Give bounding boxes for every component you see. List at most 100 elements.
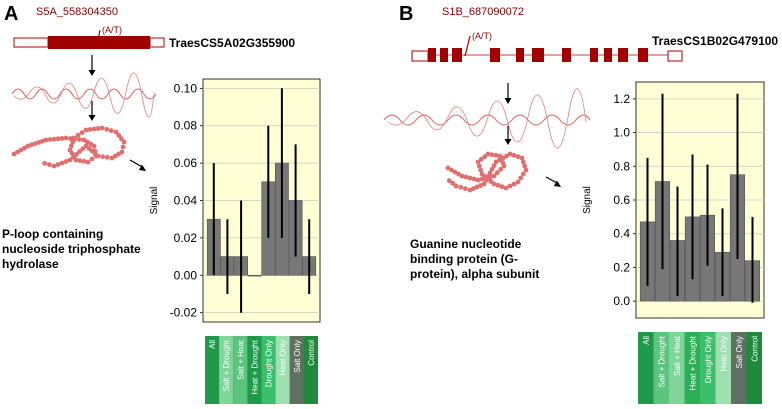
protein-bead [51,163,57,169]
panel-a: A S5A_558304350 (A/T) TraesCS5A02G355900 [2,3,321,404]
treatment-label: Drought Only [265,340,274,387]
treatment-cell [715,332,731,404]
protein-bead [109,155,115,161]
treatment-cell [261,336,276,404]
y-tick-label: 0.08 [174,119,198,133]
panel-b-arrow-3 [545,176,561,187]
panel-b-exon-5 [516,48,524,62]
protein-bead [55,162,61,167]
treatment-label: Heat Only [279,340,288,376]
protein-bead [498,166,504,172]
protein-bead [79,130,85,136]
protein-bead [32,141,38,147]
protein-bead [520,159,526,165]
protein-bead [87,127,93,132]
panel-a-description-line-1: P-loop containing [2,227,103,241]
protein-bead [29,142,34,148]
protein-bead [104,126,110,132]
panel-b-description: Guanine nucleotide binding protein (G- p… [410,237,539,281]
panel-b-description-line-1: Guanine nucleotide [410,237,522,251]
protein-bead [511,181,517,187]
panel-b-snp-marker [464,35,471,57]
protein-bead [77,158,83,164]
protein-bead [499,184,505,190]
panel-b-description-line-3: protein), alpha subunit [410,267,539,281]
protein-bead [445,165,451,171]
treatment-label: Drought Only [704,336,713,383]
y-tick-label: 0.8 [613,159,630,173]
panel-a-description-line-2: nucleoside triphosphate [2,242,141,256]
protein-bead [77,137,82,142]
panel-b-gene-id: TraesCS1B02G479100 [652,34,778,48]
treatment-cell [731,332,747,404]
protein-bead [120,144,126,150]
panel-a-description: P-loop containing nucleoside triphosphat… [2,227,141,271]
protein-bead [483,177,489,183]
treatment-label: Salt + Heat [236,339,245,380]
protein-bead [15,149,20,155]
panel-a-exon [48,36,150,49]
protein-bead [68,136,73,141]
protein-bead [68,143,74,149]
protein-bead [59,136,65,141]
protein-bead [520,171,526,177]
protein-bead [42,160,48,166]
treatment-label: Salt Only [735,336,744,368]
protein-bead [71,135,77,141]
protein-bead [43,137,49,143]
protein-bead [67,157,73,163]
y-tick-label: 0.04 [174,194,198,208]
panel-b-allele: (A/T) [472,31,492,41]
protein-bead [515,179,521,185]
protein-bead [116,132,122,138]
treatment-cell [684,332,700,404]
panel-a-letter: A [4,3,18,25]
y-tick-label: -0.02 [170,306,198,320]
protein-bead [504,153,509,159]
protein-bead [478,167,484,173]
protein-bead [489,166,495,172]
panel-b-arrow-2 [504,126,512,145]
protein-bead [500,155,506,161]
protein-bead [63,135,69,141]
protein-bead [485,174,491,180]
panel-a-arrow-1 [88,55,96,76]
treatment-label: Salt Only [293,340,302,372]
protein-bead [458,184,464,190]
protein-bead [118,136,124,142]
panel-a-protein [11,125,127,169]
protein-bead [450,180,456,186]
protein-bead [519,155,525,161]
protein-bead [463,174,469,180]
protein-bead [478,156,484,162]
protein-bead [446,178,452,184]
panel-b-exon-10 [618,48,628,62]
protein-bead [83,127,89,133]
protein-bead [522,163,528,169]
treatment-label: All [208,340,217,349]
panel-b-exon-11 [638,48,648,62]
protein-bead [491,181,497,187]
protein-bead [95,126,101,131]
panel-b-description-line-2: binding protein (G- [410,252,518,266]
panel-b-mrna-strand-2 [387,88,587,149]
treatment-cell [638,332,654,404]
treatment-label: Salt + Drought [657,335,666,387]
panel-b-utr-right [667,50,683,62]
protein-bead [70,139,76,145]
protein-bead [459,173,465,179]
panel-b-protein [445,151,529,193]
protein-bead [74,152,79,157]
treatment-label: Salt + Drought [222,339,231,391]
treatment-cell [303,336,318,404]
y-tick-label: 0.2 [613,260,630,274]
panel-b-exon-1 [428,48,436,62]
protein-bead [449,167,454,173]
protein-bead [518,175,524,181]
panel-b-letter: B [399,3,413,25]
y-tick-label: 0.4 [613,227,630,241]
protein-bead [36,140,42,145]
treatment-cell [205,336,220,404]
